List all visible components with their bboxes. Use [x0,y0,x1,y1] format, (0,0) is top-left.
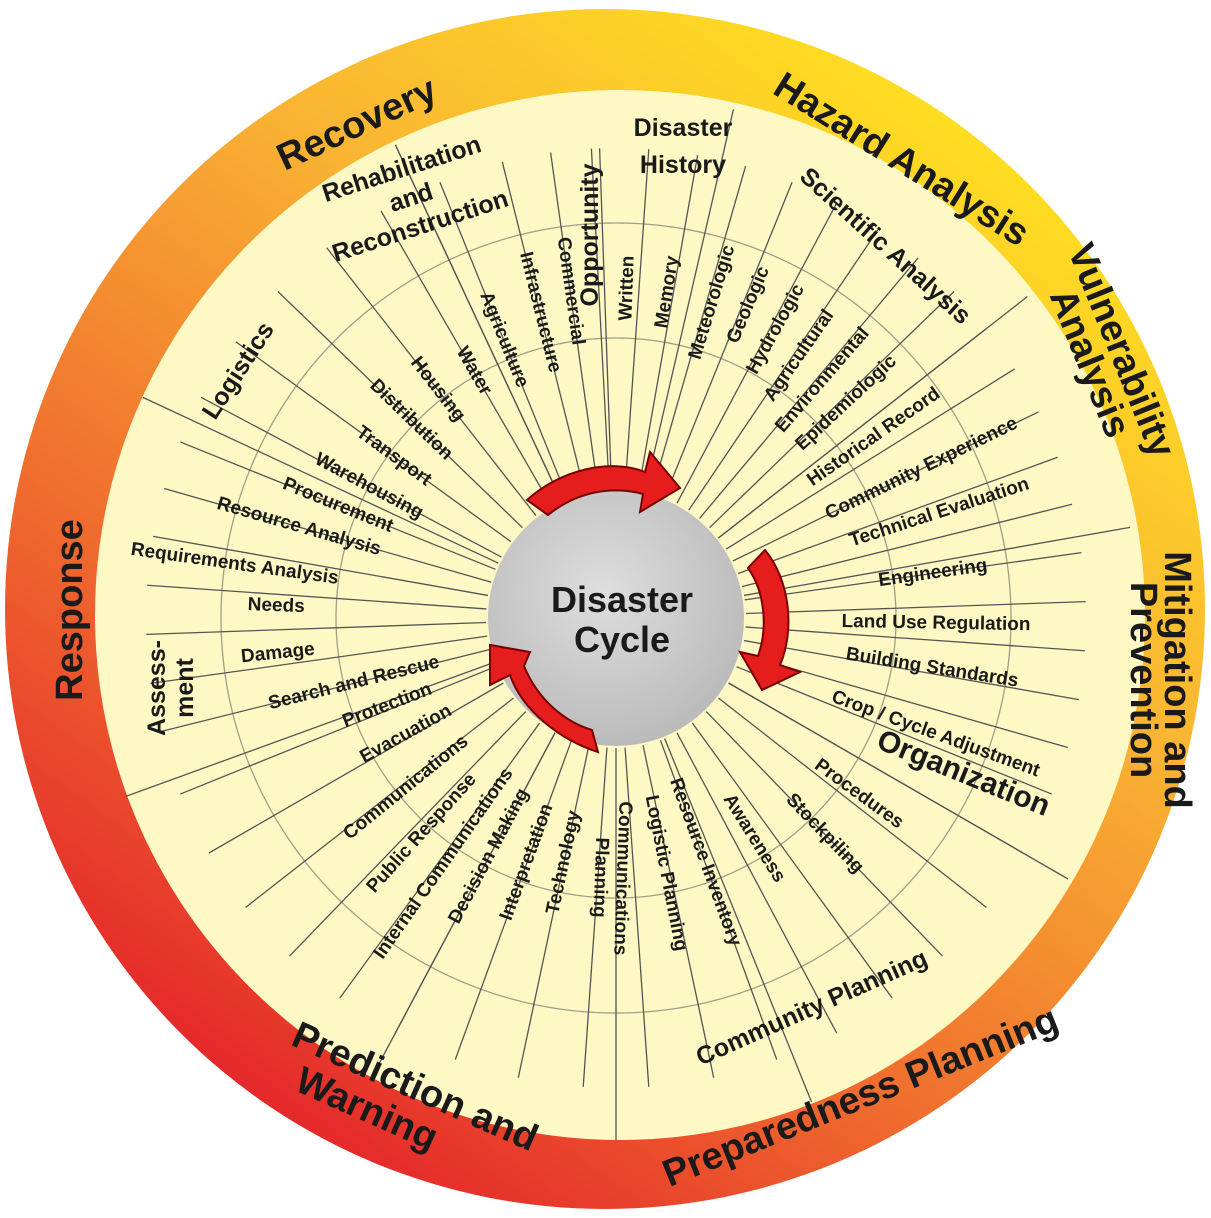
spoke-line [147,584,487,610]
spoke-line [235,341,512,543]
spoke-line [688,227,880,511]
spoke-line [637,155,699,491]
phase-mitigation-prevention: Mitigation and Prevention [1122,551,1198,809]
svg-text:Prevention: Prevention [1122,582,1164,778]
svg-text:Mitigation and: Mitigation and [1156,551,1198,809]
spoke-line [380,210,552,506]
spoke-line [745,626,1085,652]
spoke-line [277,291,523,529]
sub-item-land-use: Land Use Regulation [841,611,1030,635]
spoke-line [743,639,1079,701]
sector-divider [743,526,1131,597]
category-opportunity: Opportunity [576,163,604,306]
center-title-line1: Disaster [551,579,693,620]
spoke-line [549,152,599,490]
spoke-line [326,247,537,516]
spoke-line [732,411,1039,562]
phase-response: Response [49,519,91,701]
spoke-line [289,711,527,957]
spoke-line [208,682,504,854]
spoke-line [736,666,1053,795]
spoke-line [598,148,613,489]
spoke-line [439,181,568,498]
spoke-line [745,600,1086,615]
spoke-line [664,181,793,498]
spoke-line [200,396,502,558]
svg-text:Assess-: Assess- [143,640,171,736]
spoke-line [339,722,541,999]
sector-divider [370,732,556,1080]
sector-divider [664,738,813,1103]
spoke-line [659,739,778,1060]
svg-text:ment: ment [171,657,199,717]
spoke-line [146,621,487,636]
spoke-line [159,648,491,733]
cycle-arrow-right [737,548,803,692]
category-assessment: Assess- ment [143,640,199,736]
sector-divider [644,109,735,492]
cycle-arrows [489,449,803,754]
sector-divider [718,296,1028,539]
spoke-line [153,535,489,597]
spoke-line [164,487,492,583]
sub-item-communications-planning-line2: Planning [589,837,613,918]
spoke-line [517,745,590,1078]
spoke-line [651,166,747,494]
spoke-line [725,368,1015,550]
sector-divider [125,661,495,798]
spoke-line [582,747,608,1087]
hub-circle [488,490,744,746]
spoke-line [705,711,943,957]
spoke-line [590,148,610,489]
divider-lines [125,109,1131,1140]
spoke-line [179,441,496,570]
sub-item-written: Written [615,255,638,321]
svg-text:History: History [640,151,726,179]
spoke-line [454,739,573,1060]
spoke-line [741,503,1073,588]
sector-divider [728,682,1069,880]
sub-item-needs: Needs [247,594,305,617]
spoke-line [150,635,488,685]
spoke-line [691,722,893,999]
cycle-arrow-top [525,449,682,517]
spoke-line [699,257,919,519]
spoke-line [709,291,955,529]
spoke-line [737,456,1058,575]
spoke-line [718,697,987,908]
sector-divider [142,396,499,564]
center-title-line2: Cycle [574,619,670,660]
spoke-line [501,161,586,493]
spoke-line [676,732,838,1034]
sector-divider [394,144,562,501]
spoke-line [179,666,496,795]
spoke-line [676,202,838,504]
spoke-line [245,697,514,908]
spoke-line [624,747,650,1087]
spoke-line [624,149,650,489]
category-disaster-history: Disaster History [634,114,733,179]
spoke-line [642,745,715,1078]
cycle-arrow-left [489,643,600,754]
svg-text:Disaster: Disaster [634,114,733,142]
spoke-line [744,551,1082,601]
